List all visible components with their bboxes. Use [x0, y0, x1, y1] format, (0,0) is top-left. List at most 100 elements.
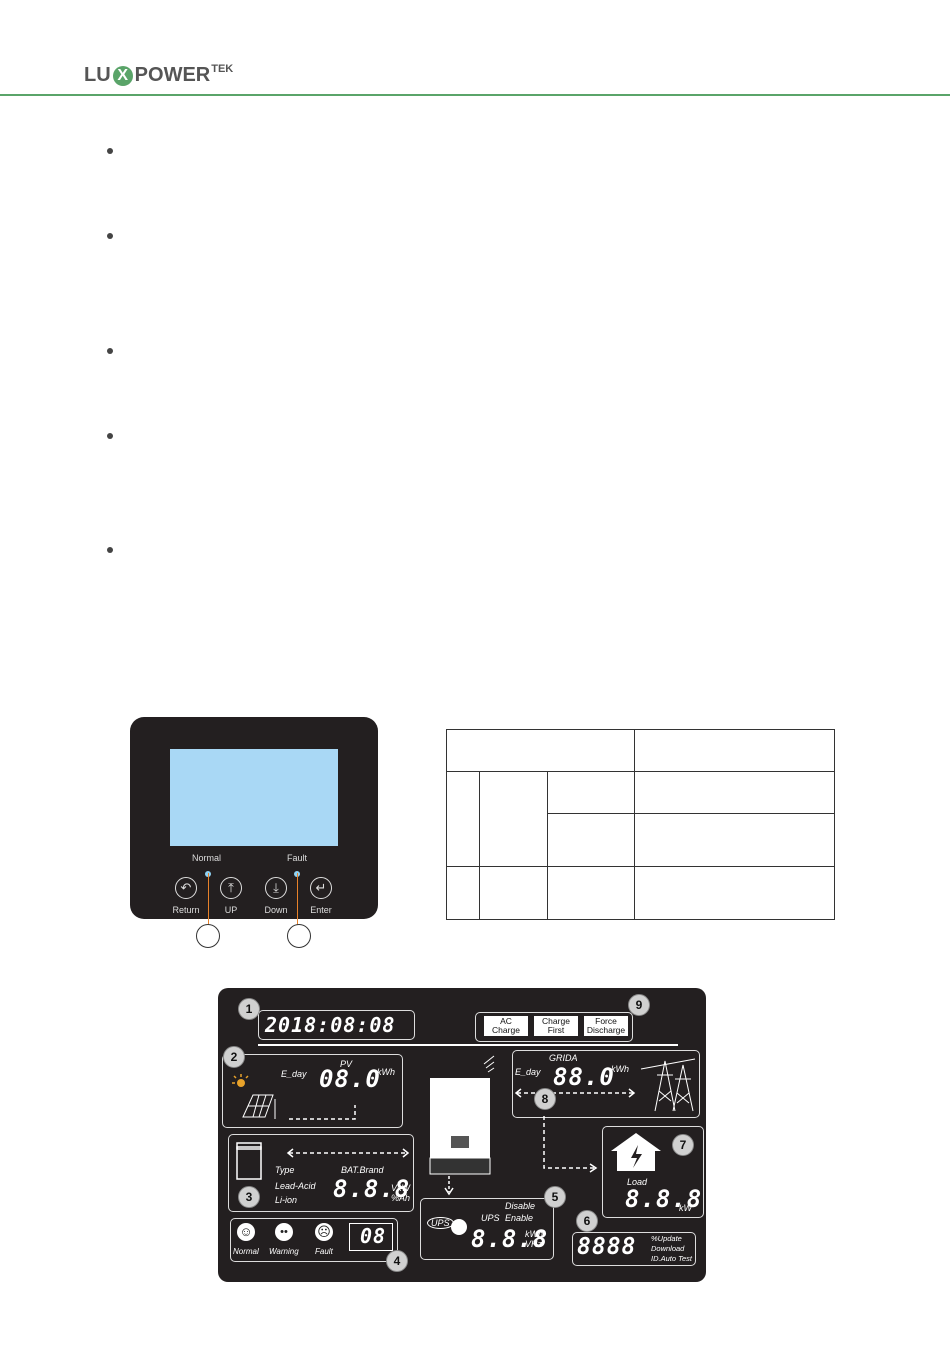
update-autotest-label: ID.Auto Test: [651, 1254, 692, 1263]
battery-type-lead-acid: Lead-Acid: [275, 1181, 316, 1191]
mode-line: Force: [595, 1016, 617, 1026]
inverter-front-panel: Normal Fault ↶ ⤒ ⤓ ↵ Return UP Down Ente…: [130, 717, 378, 919]
grid-eday-label: E_day: [515, 1067, 541, 1077]
battery-unit-pah: %Ah: [391, 1193, 411, 1203]
grid-title: GRIDA: [549, 1053, 578, 1063]
bullet-point: [107, 547, 113, 553]
ups-badge: UPS: [427, 1217, 454, 1229]
logo-lu: LU: [84, 64, 111, 86]
bullet-point: [107, 433, 113, 439]
mode-line: Charge: [542, 1016, 570, 1026]
enter-icon: ↵: [315, 880, 327, 895]
table-cell: [479, 866, 548, 920]
sad-face-icon: ☹: [315, 1223, 333, 1241]
arrow-up-icon: ⤒: [228, 880, 234, 895]
ups-enable-label: Enable: [505, 1213, 534, 1223]
callout-2: 2: [223, 1046, 245, 1068]
time-display: 2018:08:08: [258, 1010, 415, 1040]
callout-circle-fault: [287, 924, 311, 948]
bullet-point: [107, 348, 113, 354]
load-label: Load: [627, 1177, 648, 1187]
ups-label: UPS: [481, 1213, 500, 1223]
callout-8: 8: [534, 1088, 556, 1110]
battery-unit-vkw: VkW: [391, 1183, 410, 1193]
callout-9: 9: [628, 994, 650, 1016]
led-normal-label: Normal: [192, 853, 222, 863]
status-normal-label: Normal: [233, 1247, 259, 1256]
status-code-frame: 08: [349, 1223, 393, 1251]
callout-7: 7: [672, 1134, 694, 1156]
lcd-layout-diagram: 2018:08:08 AC Charge Charge First Force …: [218, 988, 706, 1282]
up-label: UP: [224, 905, 238, 915]
battery-type-label: Type: [275, 1165, 295, 1175]
battery-type-li-ion: Li-ion: [275, 1195, 298, 1205]
pv-value: 08.0: [319, 1065, 381, 1093]
mode-line: Discharge: [586, 1025, 626, 1035]
update-download-label: Download: [651, 1244, 685, 1253]
solar-panel-icon: [232, 1074, 276, 1119]
table-header-cell: [446, 729, 635, 772]
separator-line: [258, 1044, 678, 1046]
pv-box: PV E_day 08.0 kWh: [222, 1054, 403, 1128]
enter-label: Enter: [310, 905, 332, 915]
work-mode-box: AC Charge Charge First Force Discharge: [475, 1012, 633, 1042]
callout-4: 4: [386, 1250, 408, 1272]
lcd-screen: [170, 749, 338, 846]
callout-3: 3: [238, 1186, 260, 1208]
table-cell: [634, 813, 835, 867]
led-status-table: [446, 729, 835, 920]
ups-unit-kwh: kWh: [525, 1229, 543, 1239]
table-cell: [634, 866, 835, 920]
table-cell: [446, 771, 480, 867]
table-cell: [547, 771, 635, 814]
callout-circle-normal: [196, 924, 220, 948]
smile-face-icon: ☺: [237, 1223, 255, 1241]
transmission-tower-icon: [640, 1058, 696, 1112]
return-button[interactable]: ↶: [175, 877, 197, 899]
logo-power: POWER: [134, 64, 211, 86]
arrow-down-icon: ⤓: [273, 880, 279, 895]
pv-eday-label: E_day: [281, 1069, 307, 1079]
time-value: 2018:08:08: [265, 1013, 396, 1037]
neutral-face-icon: ••: [275, 1223, 293, 1241]
load-box: Load 8.8.8 kW: [602, 1126, 704, 1218]
enter-button[interactable]: ↵: [310, 877, 332, 899]
force-discharge-mode: Force Discharge: [584, 1016, 628, 1036]
charge-first-mode: Charge First: [534, 1016, 578, 1036]
status-code-value: 08: [360, 1224, 387, 1248]
ups-value: 8.8.8: [471, 1225, 549, 1253]
down-button[interactable]: ⤓: [265, 877, 287, 899]
ups-unit-vhz: VHz: [525, 1239, 543, 1249]
load-unit: kW: [679, 1203, 692, 1213]
inverter-icon: [429, 1055, 495, 1175]
table-cell: [479, 771, 548, 867]
ups-flow-arrow: [444, 1176, 454, 1196]
logo-x-mark: X: [112, 65, 133, 86]
ups-disable-label: Disable: [505, 1201, 536, 1211]
grid-flow-arrow: [514, 1088, 636, 1098]
grid-value: 88.0: [553, 1063, 615, 1091]
update-percent-label: %Update: [651, 1234, 682, 1243]
bullet-point: [107, 148, 113, 154]
grid-to-load-flow: [543, 1116, 598, 1173]
battery-flow-arrow: [286, 1148, 410, 1158]
table-cell: [634, 771, 835, 814]
pv-flow-line: [289, 1105, 356, 1120]
led-fault-label: Fault: [287, 853, 308, 863]
table-cell: [446, 866, 480, 920]
return-icon: ↶: [180, 880, 192, 895]
page-header: LU X POWER TEK: [0, 0, 950, 96]
brand-logo: LU X POWER TEK: [84, 63, 233, 87]
mode-line: First: [547, 1025, 565, 1035]
ac-charge-mode: AC Charge: [484, 1016, 528, 1036]
house-icon: [611, 1133, 661, 1171]
table-cell: [547, 866, 635, 920]
update-value: 8888: [577, 1234, 637, 1260]
mode-line: AC: [500, 1016, 512, 1026]
status-box: ☺ •• ☹ Normal Warning Fault 08: [230, 1218, 398, 1262]
return-label: Return: [172, 905, 200, 915]
normal-led-leader: [208, 873, 209, 925]
callout-6: 6: [576, 1210, 598, 1232]
bullet-point: [107, 233, 113, 239]
up-button[interactable]: ⤒: [220, 877, 242, 899]
